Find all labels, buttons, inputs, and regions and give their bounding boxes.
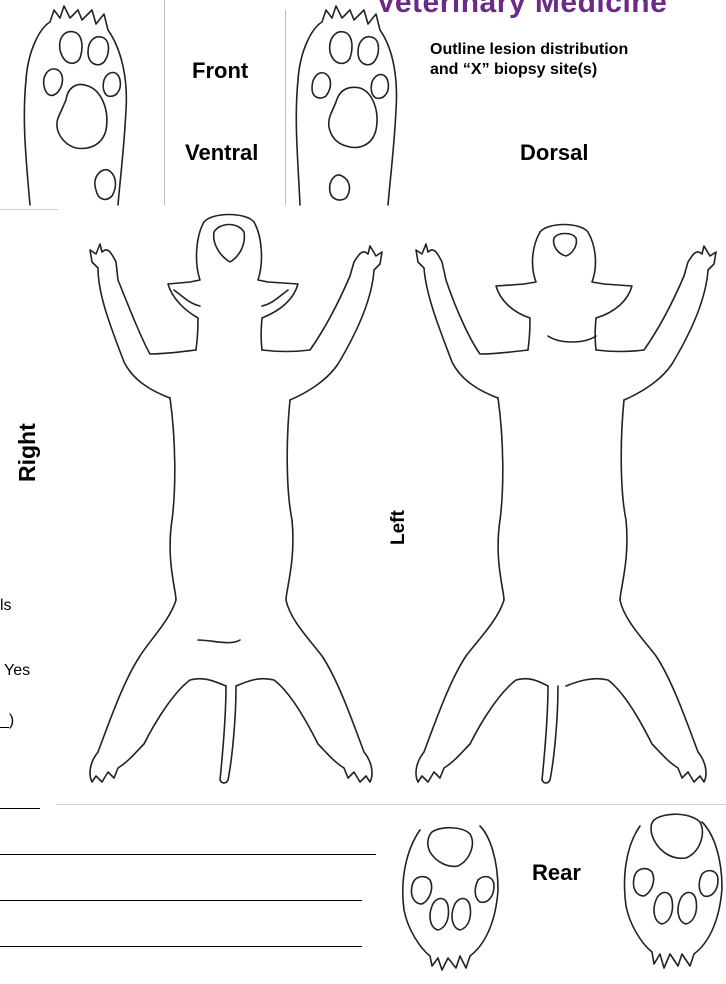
front-paw-ventral-icon[interactable] <box>24 6 126 205</box>
dog-ventral-outline[interactable] <box>90 215 382 784</box>
dog-dorsal-outline[interactable] <box>416 225 716 784</box>
rear-paw-dorsal-icon[interactable] <box>625 814 722 968</box>
front-paw-dorsal-icon[interactable] <box>296 6 396 205</box>
rear-paw-ventral-icon[interactable] <box>403 826 498 970</box>
